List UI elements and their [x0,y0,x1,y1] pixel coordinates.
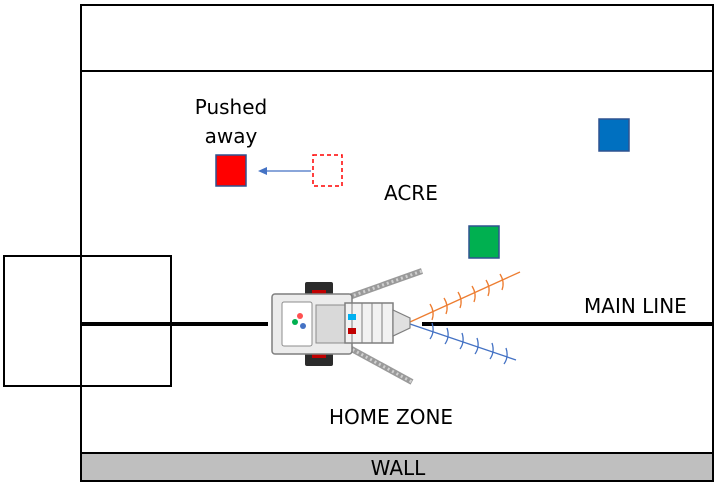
wall-area [80,452,714,482]
start-box [3,255,172,387]
home-zone-label: HOME ZONE [329,405,454,429]
main-line-label: MAIN LINE [584,294,687,318]
wall-label: WALL [370,456,426,480]
orange-sensor-ray [409,271,521,323]
pushed-away-line1: Pushed [194,95,268,119]
red-block [215,154,247,187]
pushed-away-label: Pushed away [181,93,281,151]
ghost-block [312,154,343,187]
acre-label: ACRE [384,181,438,205]
blue-block [598,118,630,152]
green-block [468,225,500,259]
pushed-away-line2: away [204,124,258,148]
arrow-left-icon [258,167,311,175]
robot-icon [271,268,424,385]
blue-sensor-ray [409,322,517,365]
